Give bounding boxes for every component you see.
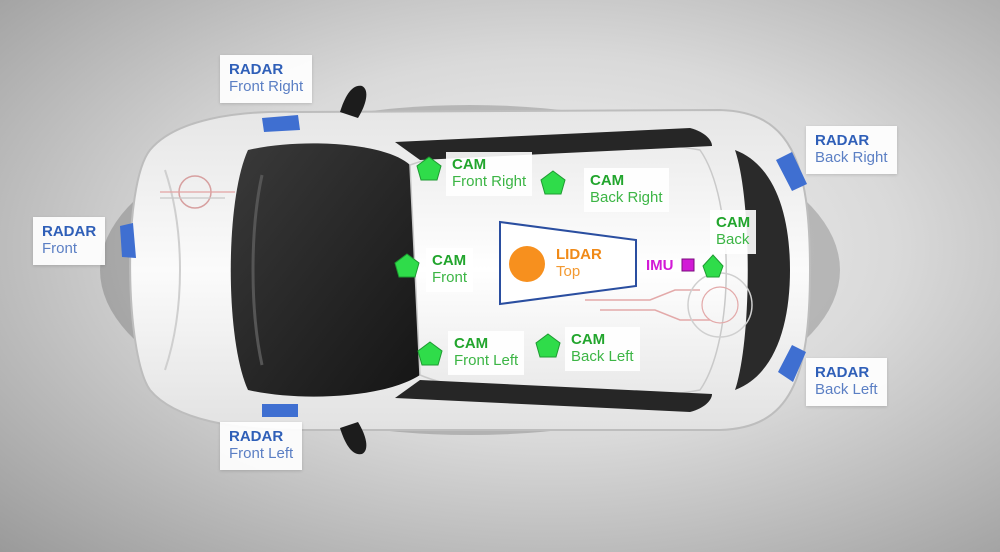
cam-front-left-position: Front Left [454,352,519,370]
radar-back-right-type: RADAR [815,132,870,149]
cam-back-left-marker [535,333,561,358]
radar-back-left-marker [778,345,806,382]
cam-front-left-marker [417,341,443,366]
roof-graphic-line-2 [600,309,710,321]
radar-front-right-label: RADAR Front Right [220,55,313,103]
roof-graphic-line-1 [585,289,700,301]
cam-back-marker [702,254,724,278]
cam-front-position: Front [432,269,468,287]
cam-back-left-type: CAM [571,331,606,348]
mirror-right [340,85,367,118]
radar-back-right-marker [776,152,807,191]
cam-back-type: CAM [716,214,751,231]
radar-front-left-type: RADAR [229,428,284,445]
radar-front-right-marker [262,115,300,132]
radar-back-right-label: RADAR Back Right [806,126,897,174]
cam-front-right-marker [416,156,442,181]
side-window-left [395,380,712,412]
cam-front-left-type: CAM [454,335,489,352]
cam-back-right-type: CAM [590,172,625,189]
radar-back-right-position: Back Right [815,149,888,167]
radar-front-left-label: RADAR Front Left [220,422,303,470]
radar-front-right-type: RADAR [229,61,284,78]
radar-front-type: RADAR [42,223,97,240]
radar-back-left-type: RADAR [815,364,870,381]
cam-back-left-position: Back Left [571,348,634,366]
lidar-housing [499,220,637,306]
imu-type: IMU [646,257,674,274]
cam-back-right-marker [540,170,566,195]
lidar-top-marker [509,246,545,282]
lidar-top-type: LIDAR [556,246,602,263]
radar-front-right-position: Front Right [229,78,304,96]
windshield [230,143,420,397]
cam-back-right-label: CAM Back Right [584,168,669,212]
roof-graphic-circle-inner [701,286,739,324]
dashboard [251,174,264,366]
cam-front-label: CAM Front [426,248,474,292]
radar-back-left-label: RADAR Back Left [806,358,887,406]
cam-front-right-position: Front Right [452,173,527,191]
cam-back-label: CAM Back [710,210,757,254]
cam-front-type: CAM [432,252,467,269]
cam-front-right-type: CAM [452,156,487,173]
radar-front-position: Front [42,240,78,258]
radar-front-marker [120,223,136,258]
imu-marker [681,258,695,272]
lidar-top-label: LIDAR Top [556,246,602,281]
radar-front-label: RADAR Front [33,217,106,265]
cam-back-right-position: Back Right [590,189,663,207]
cam-back-left-label: CAM Back Left [565,327,640,371]
cam-back-position: Back [716,231,750,249]
radar-back-left-position: Back Left [815,381,878,399]
radar-front-left-marker [262,404,298,417]
cam-front-marker [394,253,420,278]
cam-front-left-label: CAM Front Left [448,331,525,375]
imu-label: IMU [646,257,674,274]
radar-front-left-position: Front Left [229,445,294,463]
cam-front-right-label: CAM Front Right [446,152,533,196]
lidar-top-position: Top [556,263,581,281]
hood-line [164,169,181,371]
mirror-left [340,422,367,455]
